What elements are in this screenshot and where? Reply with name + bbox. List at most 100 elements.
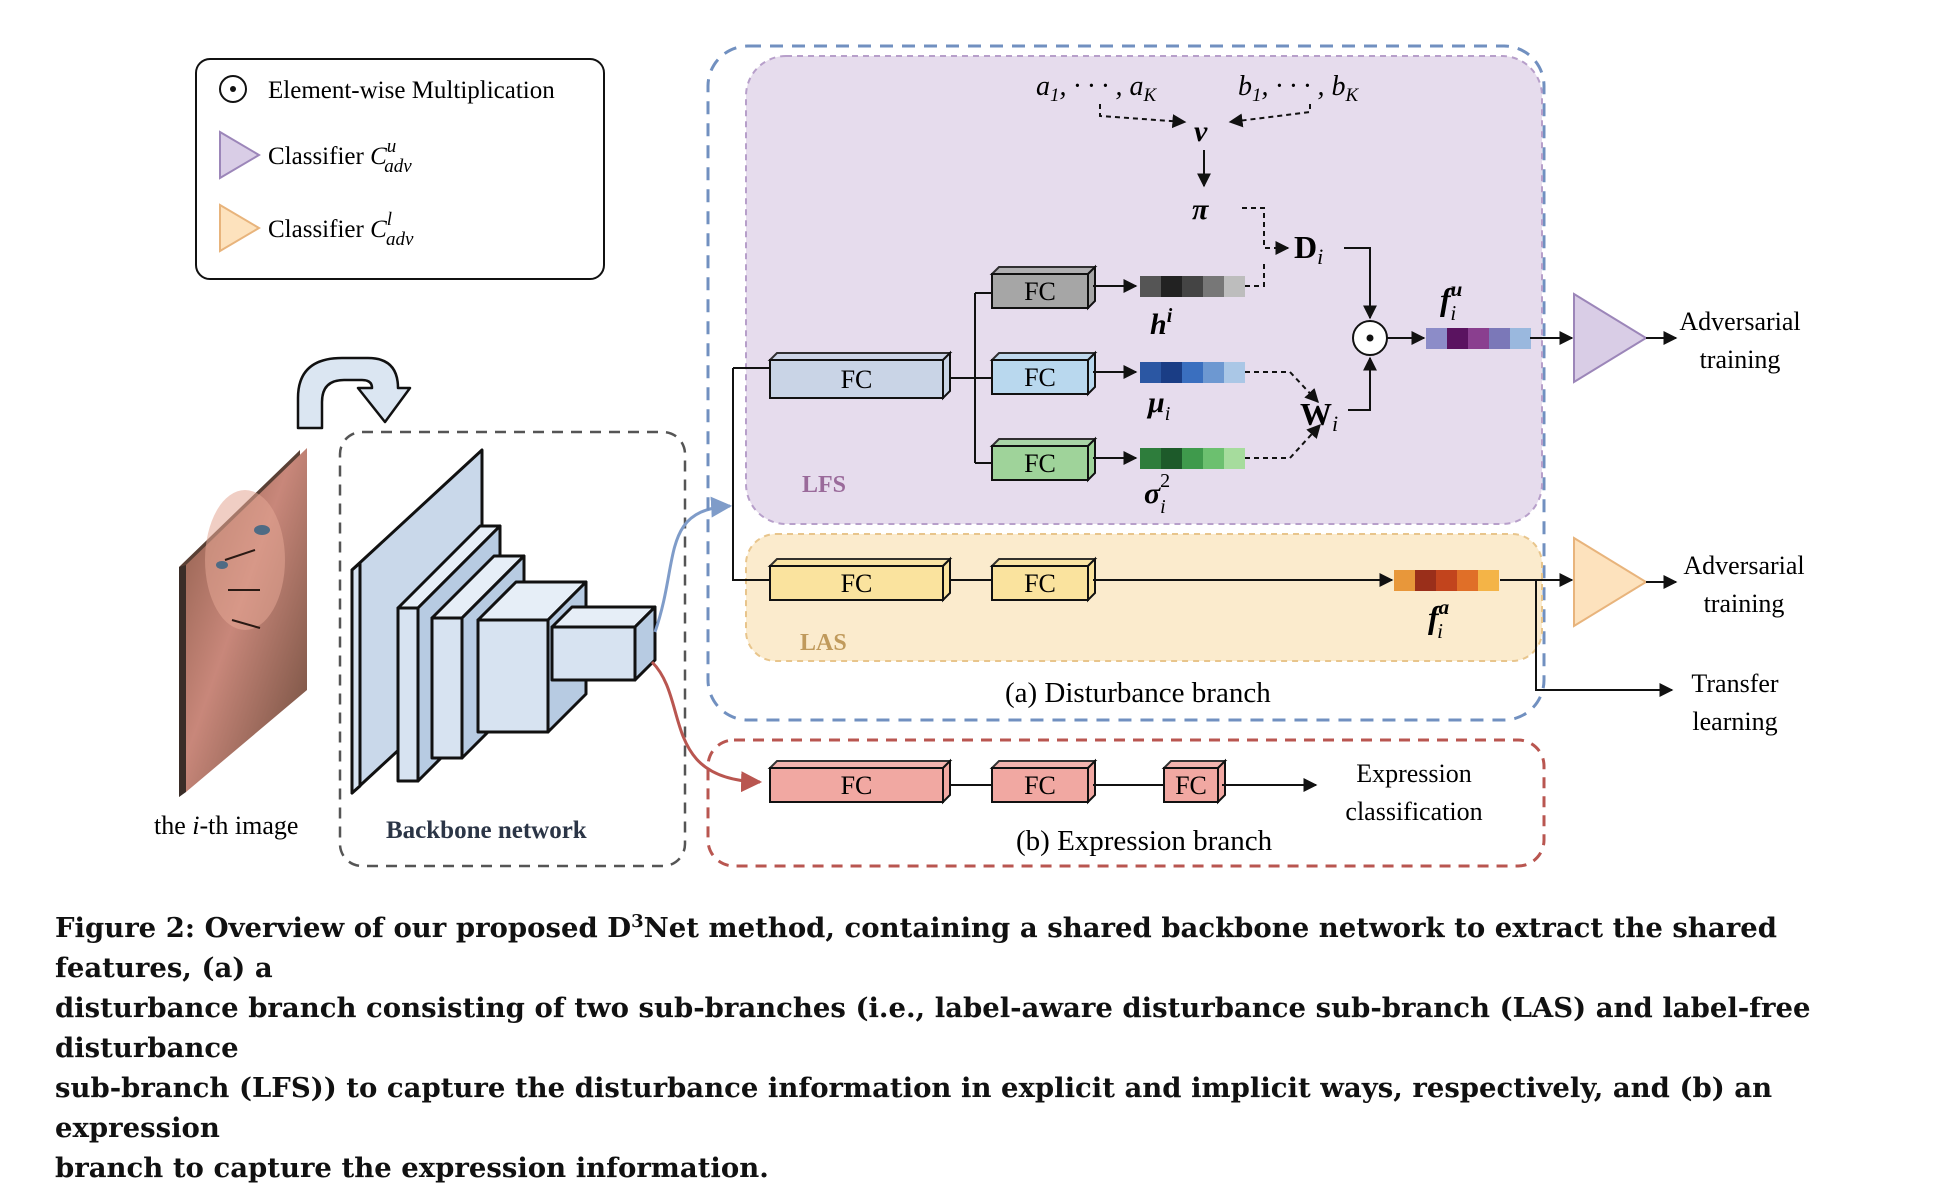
lfs-fc-main-label: FC — [841, 365, 873, 394]
mu-feature-strip — [1140, 362, 1245, 383]
fc-layer-group: FC FC FC FC FC FC FC FC FC — [767, 264, 1228, 805]
rotate-arrow-icon — [296, 356, 412, 430]
fa-to-transfer-arrow — [1535, 580, 1674, 697]
input-image-label: the i-th image — [154, 811, 298, 840]
expression-branch-box — [706, 738, 1546, 868]
mu-feature-strip-cell — [1140, 362, 1161, 383]
sigma-feature-strip-cell — [1140, 448, 1161, 469]
fu-feature-strip-cell — [1447, 328, 1468, 349]
fc-blue-label: FC — [1024, 363, 1056, 392]
dashed-feature-arrows — [1245, 264, 1321, 459]
h-feature-strip-cell — [1224, 276, 1245, 297]
d-to-mult-arrow — [1344, 247, 1377, 320]
sigma-feature-strip-cell — [1224, 448, 1245, 469]
las-fc-2: FC — [989, 556, 1098, 603]
fu-feature-strip — [1426, 328, 1531, 349]
fa-feature-strip-cell — [1436, 570, 1457, 591]
disturbance-branch-title: (a) Disturbance branch — [1005, 677, 1271, 709]
lfs-label: LFS — [802, 472, 846, 498]
pi-symbol: π — [1192, 193, 1209, 226]
las-label: LAS — [800, 630, 847, 656]
classifier-u-icon — [219, 130, 261, 180]
fc-green-label: FC — [1024, 449, 1056, 478]
expr-fc-3-label: FC — [1175, 771, 1207, 800]
element-wise-multiplication-node — [1352, 320, 1388, 356]
sigma-feature-strip-cell — [1203, 448, 1224, 469]
h-symbol: hi — [1150, 305, 1173, 341]
mu-feature-strip-cell — [1203, 362, 1224, 383]
expression-branch-title: (b) Expression branch — [1016, 825, 1273, 857]
backbone-network-layers — [350, 448, 657, 795]
sigma-feature-strip — [1140, 448, 1245, 469]
h-feature-strip-cell — [1161, 276, 1182, 297]
las-fc-2-label: FC — [1024, 569, 1056, 598]
expr-fc-1: FC — [767, 758, 953, 805]
lfs-fc-main: FC — [767, 350, 953, 401]
input-image — [179, 448, 307, 797]
expr-fc-1-label: FC — [841, 771, 873, 800]
a-sequence: a1, · · · , aK — [1036, 71, 1158, 106]
feature-strips — [1140, 276, 1531, 591]
expr-fc-2: FC — [989, 758, 1098, 805]
caption-line-3: sub-branch (LFS)) to capture the disturb… — [55, 1072, 1773, 1145]
h-feature-strip-cell — [1203, 276, 1224, 297]
caption-line-2: disturbance branch consisting of two sub… — [55, 992, 1811, 1065]
figure-caption: Figure 2: Overview of our proposed D3Net… — [55, 902, 1915, 1188]
fa-feature-strip-cell — [1457, 570, 1478, 591]
pi-to-d-arrow — [1242, 207, 1290, 255]
fa-feature-strip — [1394, 570, 1499, 591]
backbone-to-expression-connector — [650, 660, 763, 793]
expr-fc-3: FC — [1161, 758, 1228, 805]
legend: Element-wise Multiplication Classifier C… — [195, 58, 605, 280]
mu-symbol: μi — [1146, 386, 1170, 425]
sigma-feature-strip-cell — [1161, 448, 1182, 469]
mu-feature-strip-cell — [1182, 362, 1203, 383]
caption-line-1: Figure 2: Overview of our proposed D3Net… — [55, 911, 1777, 985]
b-sequence: b1, · · · , bK — [1238, 71, 1360, 106]
sigma-feature-strip-cell — [1182, 448, 1203, 469]
las-fc-1-label: FC — [841, 569, 873, 598]
expr-fc-2-label: FC — [1024, 771, 1056, 800]
disturbance-trunk-lines — [732, 367, 770, 581]
fu-feature-strip-cell — [1510, 328, 1531, 349]
fc-green: FC — [989, 436, 1098, 483]
classifier-l-triangle — [1573, 536, 1648, 628]
h-feature-strip-cell — [1140, 276, 1161, 297]
mu-feature-strip-cell — [1224, 362, 1245, 383]
w-symbol: Wi — [1300, 396, 1338, 436]
las-fc-1: FC — [767, 556, 953, 603]
legend-multiplication-label: Element-wise Multiplication — [268, 77, 555, 104]
v-symbol: v — [1194, 115, 1208, 148]
fu-feature-strip-cell — [1426, 328, 1447, 349]
fc-blue: FC — [989, 350, 1098, 397]
h-feature-strip — [1140, 276, 1245, 297]
fa-feature-strip-cell — [1394, 570, 1415, 591]
fu-feature-strip-cell — [1468, 328, 1489, 349]
mu-feature-strip-cell — [1161, 362, 1182, 383]
classifier-u-triangle — [1573, 292, 1648, 384]
h-feature-strip-cell — [1182, 276, 1203, 297]
fa-feature-strip-cell — [1478, 570, 1499, 591]
fc-gray-label: FC — [1024, 277, 1056, 306]
backbone-to-disturbance-connector — [653, 496, 733, 633]
fc-branch-lines — [950, 292, 992, 464]
method-diagram: Element-wise Multiplication Classifier C… — [154, 44, 1805, 868]
caption-line-4: branch to capture the expression informa… — [55, 1152, 769, 1185]
classifier-l-icon — [219, 203, 261, 253]
ab-to-v-arrows — [1099, 104, 1311, 129]
fc-to-feature-arrows — [1093, 279, 1138, 465]
d-symbol: Di — [1294, 229, 1323, 269]
w-to-mult-arrow — [1348, 356, 1377, 411]
element-wise-multiplication-icon — [219, 75, 247, 103]
fc-gray: FC — [989, 264, 1098, 311]
backbone-label: Backbone network — [386, 817, 587, 844]
